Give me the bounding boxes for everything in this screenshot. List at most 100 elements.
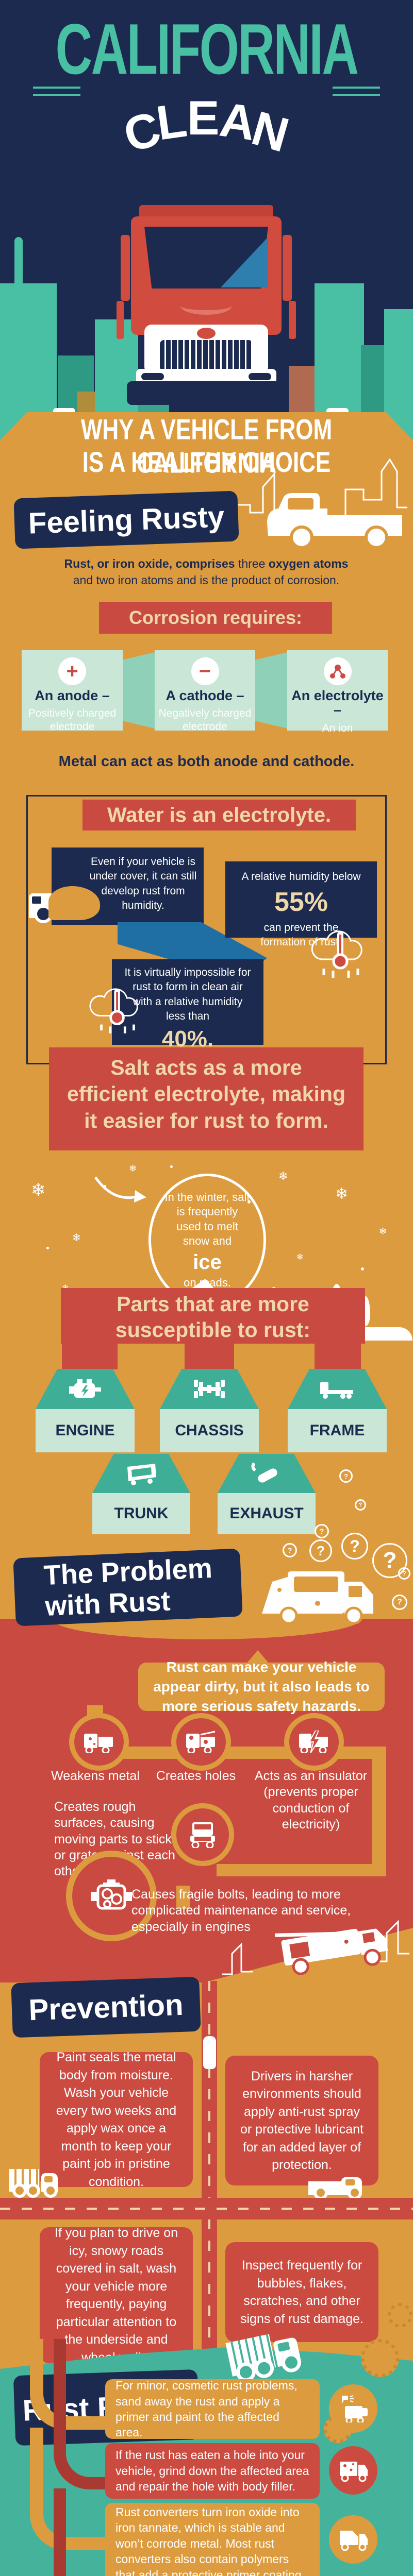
- rust-definition: Rust, or iron oxide, comprises three oxy…: [54, 555, 358, 588]
- question-icon: [283, 1543, 297, 1557]
- problem-bubble-text: Rust can make your vehicle appear dirty,…: [153, 1659, 370, 1714]
- prevention-tip-2: Drivers in harsher environments should a…: [240, 2069, 364, 2173]
- funnel-stem: [62, 1344, 118, 1369]
- water-banner: Water is an electrolyte.: [67, 800, 371, 831]
- intro-heading-line1: WHY A VEHICLE FROM CALIFORNIA: [80, 413, 333, 479]
- electrolyte-title: An electrolyte –: [291, 688, 384, 718]
- effect-insulator: Acts as an insulator (prevents proper co…: [254, 1769, 368, 1832]
- holes-circle: [171, 1713, 231, 1771]
- part-trunk: TRUNK: [92, 1493, 190, 1534]
- rusty-truck-icon: [84, 1734, 113, 1753]
- question-icon: [355, 1499, 366, 1511]
- intro-section: WHY A VEHICLE FROM CALIFORNIA IS A HEALT…: [0, 412, 413, 626]
- rust-def-text2: three: [235, 557, 269, 570]
- part-label: CHASSIS: [175, 1422, 244, 1439]
- title-california: CALIFORNIA: [55, 9, 359, 90]
- trunk-icon: [127, 1464, 156, 1485]
- prevention-tip-card: Drivers in harsher environments should a…: [225, 2056, 378, 2185]
- snow-dot: [361, 1267, 364, 1270]
- rough-circle: [171, 1803, 234, 1866]
- cathode-card: − A cathode – Negatively charged electro…: [155, 650, 255, 733]
- question-icon: [309, 1539, 332, 1562]
- effect-weakens: Weakens metal: [51, 1769, 140, 1783]
- repair-step-card: If the rust has eaten a hole into your v…: [105, 2443, 320, 2499]
- cathode-title: A cathode –: [166, 688, 244, 703]
- snow-dot: [170, 1165, 173, 1168]
- prevention-tip-card: Inspect frequently for bubbles, flakes, …: [225, 2242, 378, 2342]
- spray-paint-icon: [329, 2384, 377, 2433]
- part-label: EXHAUST: [229, 1505, 304, 1522]
- title-underline-right: [333, 87, 380, 96]
- rust-def-bold1: Rust, or iron oxide, comprises: [64, 557, 235, 570]
- problem-badge-line1: The Problem: [43, 1552, 213, 1591]
- covered-truck-icon: [29, 876, 101, 923]
- humidity-cloud-icon: [89, 988, 138, 1033]
- feeling-rusty-badge: Feeling Rusty: [13, 490, 239, 549]
- question-icon: [341, 1533, 368, 1560]
- truck-front-icon: [117, 205, 296, 411]
- part-label: ENGINE: [55, 1422, 115, 1439]
- problem-bubble: Rust can make your vehicle appear dirty,…: [138, 1659, 385, 1714]
- connector: [372, 1747, 386, 1876]
- electrolyte-desc: An ion: [322, 722, 353, 734]
- gear-icon: [388, 2303, 412, 2328]
- funnel-stem: [185, 1344, 234, 1369]
- water-box-40: It is virtually impossible for rust to f…: [112, 959, 263, 1052]
- snowflake-icon: [72, 1231, 81, 1244]
- part-label: FRAME: [309, 1422, 365, 1439]
- curved-arrow-icon: [94, 1176, 146, 1202]
- frame-icon: [320, 1382, 353, 1399]
- winter-ice-text: ice: [193, 1250, 222, 1274]
- snowflake-icon: [278, 1170, 288, 1183]
- holes-truck-icon: [186, 1731, 216, 1753]
- minus-icon: −: [191, 657, 219, 685]
- part-exhaust: EXHAUST: [218, 1493, 316, 1534]
- connector: [54, 2488, 120, 2576]
- prevention-tip-4: Inspect frequently for bubbles, flakes, …: [240, 2258, 364, 2326]
- anode-cathode-note: Metal can act as both anode and cathode.: [58, 753, 355, 770]
- parts-banner-line1: Parts that are more: [117, 1292, 309, 1316]
- effect-holes: Creates holes: [156, 1769, 236, 1783]
- hero-section: CALIFORNIA CLEAN: [0, 0, 413, 453]
- prevention-badge: Prevention: [11, 1976, 201, 2038]
- electrolyte-card: An electrolyte – An ion: [287, 650, 388, 734]
- molecule-icon: [323, 657, 352, 685]
- repair-step-card: For minor, cosmetic rust problems, sand …: [105, 2379, 320, 2439]
- anode-desc: Positively charged electrode: [28, 707, 117, 733]
- connector: [176, 1886, 190, 1909]
- part-engine: ENGINE: [36, 1409, 135, 1452]
- salt-banner-label: Salt acts as a more efficient electrolyt…: [67, 1056, 346, 1132]
- part-frame: FRAME: [288, 1409, 387, 1452]
- water-banner-label: Water is an electrolyte.: [107, 804, 332, 826]
- intro-heading-line2: IS A HEALTHY CHOICE: [82, 446, 331, 479]
- effect-rough: Creates rough surfaces, causing moving p…: [54, 1800, 175, 1878]
- funnel-top: [92, 1454, 190, 1493]
- rust-def-bold2: oxygen atoms: [268, 557, 349, 570]
- snowflake-icon: [335, 1185, 348, 1203]
- parts-banner: Parts that are more susceptible to rust:: [45, 1288, 381, 1344]
- plus-icon: +: [58, 657, 86, 685]
- corrosion-banner: Corrosion requires:: [84, 602, 348, 634]
- problem-badge-line2: with Rust: [44, 1585, 171, 1622]
- repair-step-2: If the rust has eaten a hole into your v…: [115, 2448, 309, 2494]
- title-clean: CLEAN: [118, 91, 295, 163]
- firetruck-skyline-icon: [222, 1920, 409, 1975]
- repair-step-3: Rust converters turn iron oxide into iro…: [115, 2505, 305, 2576]
- connector: [217, 1864, 386, 1876]
- funnel-top: [160, 1369, 259, 1409]
- problem-badge: The Problem with Rust: [13, 1548, 243, 1626]
- chassis-icon: [194, 1380, 225, 1398]
- truck-front-small-icon: [190, 1822, 215, 1848]
- snowflake-icon: [379, 1226, 387, 1237]
- question-icon: [398, 1567, 410, 1580]
- question-icon: [392, 1595, 407, 1610]
- anode-title: An anode –: [35, 688, 110, 703]
- converter-truck-icon: [329, 2515, 377, 2564]
- card-fold: [255, 652, 287, 728]
- question-icon: [372, 1543, 407, 1578]
- feeling-rusty-label: Feeling Rusty: [27, 499, 225, 540]
- garbage-truck-icon: [262, 1571, 373, 1624]
- parts-banner-line2: susceptible to rust:: [115, 1318, 311, 1342]
- effect-bolts: Causes fragile bolts, leading to more co…: [131, 1887, 351, 1934]
